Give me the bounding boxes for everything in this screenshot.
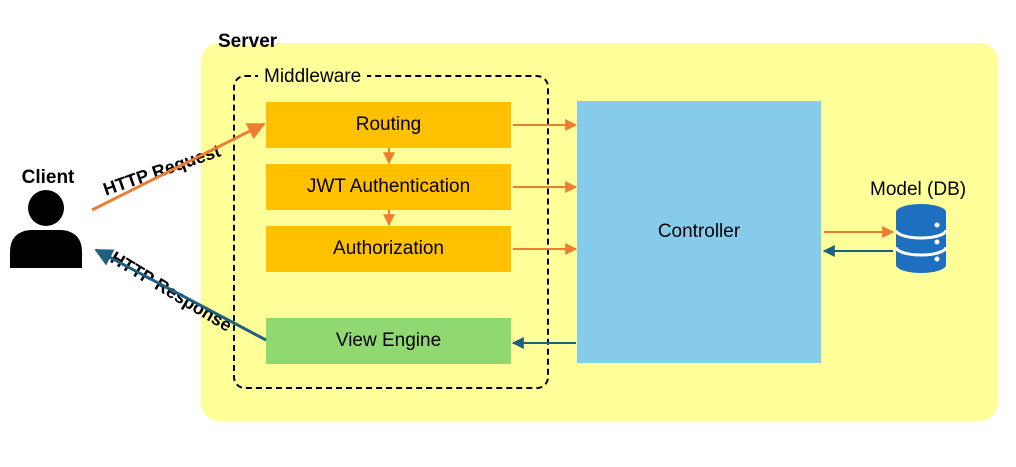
person-icon xyxy=(10,190,82,268)
http-response-arrow xyxy=(94,248,267,342)
model-label: Model (DB) xyxy=(870,179,967,200)
routing-label: Routing xyxy=(355,114,422,135)
jwt-authentication-label: JWT Authentication xyxy=(306,176,471,197)
jwt-authentication-box: JWT Authentication xyxy=(266,164,511,210)
client-label: Client xyxy=(21,167,75,188)
middleware-label: Middleware xyxy=(258,66,368,88)
server-label: Server xyxy=(218,31,278,52)
view-engine-label: View Engine xyxy=(335,330,442,351)
authorization-box: Authorization xyxy=(266,226,511,272)
database-icon xyxy=(894,204,948,273)
routing-box: Routing xyxy=(266,102,511,148)
controller-box: Controller xyxy=(577,101,821,363)
controller-label: Controller xyxy=(657,221,741,242)
view-engine-box: View Engine xyxy=(266,318,511,364)
authorization-label: Authorization xyxy=(333,238,444,259)
middleware-container xyxy=(233,75,549,389)
http-request-arrow xyxy=(91,122,266,212)
